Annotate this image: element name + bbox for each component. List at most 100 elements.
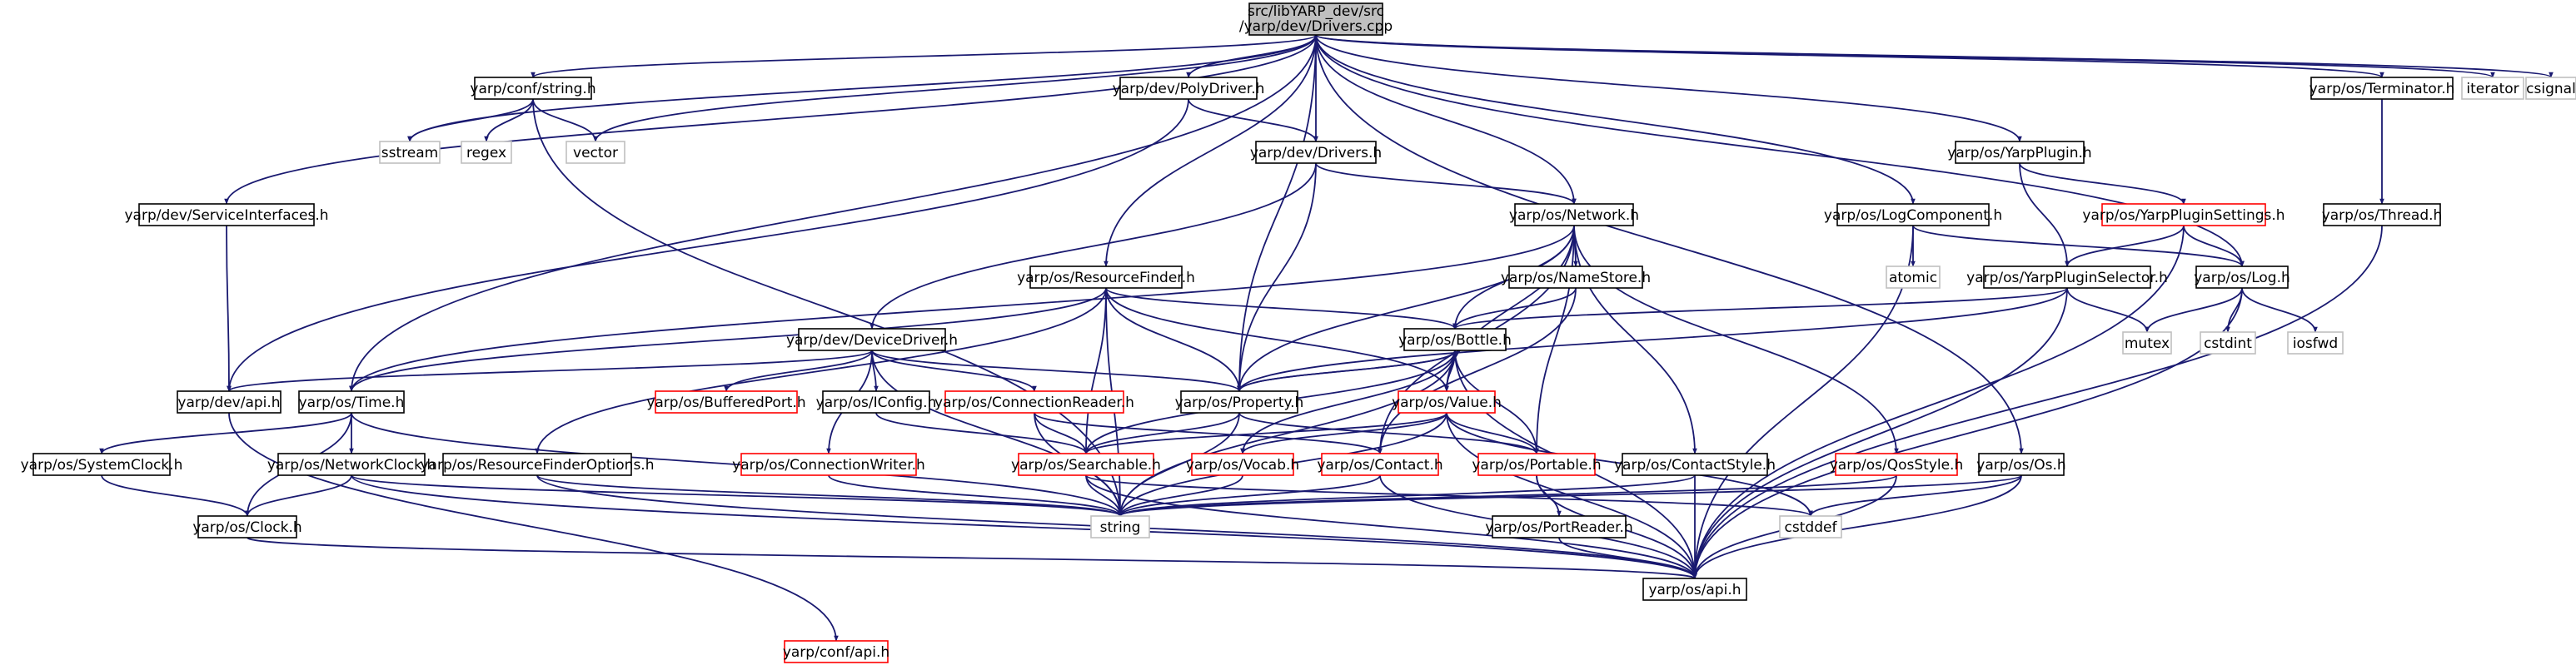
node-label-connection_reader: yarp/os/ConnectionReader.h xyxy=(934,395,1134,411)
node-connection_writer[interactable]: yarp/os/ConnectionWriter.h xyxy=(732,453,925,476)
edge-os_h-to-os_api xyxy=(1692,474,2022,579)
node-box-mutex xyxy=(2122,331,2172,355)
node-port_reader[interactable]: yarp/os/PortReader.h xyxy=(1485,515,1633,538)
node-label-portable: yarp/os/Portable.h xyxy=(1472,457,1601,474)
node-conf_string[interactable]: yarp/conf/string.h xyxy=(470,77,596,100)
node-value[interactable]: yarp/os/Value.h xyxy=(1392,390,1502,414)
node-network_clock[interactable]: yarp/os/NetworkClock.h xyxy=(267,453,436,476)
edge-root-to-conf_string xyxy=(531,34,1317,78)
node-property[interactable]: yarp/os/Property.h xyxy=(1175,390,1304,414)
edge-log_component-to-os_api xyxy=(1692,225,1914,579)
node-box-iconfig xyxy=(822,390,930,414)
node-contact[interactable]: yarp/os/Contact.h xyxy=(1317,453,1443,476)
node-portable[interactable]: yarp/os/Portable.h xyxy=(1472,453,1602,476)
node-csignal[interactable]: csignal xyxy=(2525,77,2576,100)
node-label-string: string xyxy=(1100,519,1141,536)
node-label-poly: yarp/dev/PolyDriver.h xyxy=(1113,81,1265,97)
edge-network_clock-to-clock xyxy=(245,474,352,517)
node-box-service_if xyxy=(138,203,315,226)
node-box-sstream xyxy=(379,141,441,164)
edge-device_driver-to-buffered_port xyxy=(724,350,873,392)
node-atomic[interactable]: atomic xyxy=(1886,266,1941,289)
node-thread[interactable]: yarp/os/Thread.h xyxy=(2322,203,2443,226)
node-regex[interactable]: regex xyxy=(461,141,512,164)
node-connection_reader[interactable]: yarp/os/ConnectionReader.h xyxy=(934,390,1134,414)
node-label-plugin_settings: yarp/os/YarpPluginSettings.h xyxy=(2082,207,2285,224)
node-namestore[interactable]: yarp/os/NameStore.h xyxy=(1501,266,1651,289)
node-label-regex: regex xyxy=(466,145,506,161)
edge-root-to-vector xyxy=(593,34,1317,142)
node-box-value xyxy=(1398,390,1496,414)
node-label-yarp_plugin: yarp/os/YarpPlugin.h xyxy=(1947,145,2091,161)
node-iosfwd[interactable]: iosfwd xyxy=(2287,331,2344,355)
node-conf_api[interactable]: yarp/conf/api.h xyxy=(783,640,889,663)
node-os_h[interactable]: yarp/os/Os.h xyxy=(1976,453,2066,476)
edge-network-to-value xyxy=(1444,225,1575,392)
node-vocab[interactable]: yarp/os/Vocab.h xyxy=(1186,453,1299,476)
node-box-vector xyxy=(566,141,625,164)
node-log[interactable]: yarp/os/Log.h xyxy=(2194,266,2290,289)
node-sstream[interactable]: sstream xyxy=(379,141,441,164)
node-rf_options[interactable]: yarp/os/ResourceFinderOptions.h xyxy=(421,453,655,476)
node-network[interactable]: yarp/os/Network.h xyxy=(1509,203,1639,226)
edge-value-to-bottle xyxy=(1446,350,1457,392)
node-iterator[interactable]: iterator xyxy=(2461,77,2524,100)
edge-resource_finder-to-value xyxy=(1105,287,1449,392)
node-time[interactable]: yarp/os/Time.h xyxy=(298,390,405,414)
edge-log-to-iosfwd xyxy=(2241,287,2318,333)
node-label-drivers_h: yarp/dev/Drivers.h xyxy=(1250,145,1382,161)
node-label-terminator: yarp/os/Terminator.h xyxy=(2309,81,2455,97)
node-bottle[interactable]: yarp/os/Bottle.h xyxy=(1398,328,1512,351)
edge-connection_writer-to-string xyxy=(828,474,1123,517)
node-clock[interactable]: yarp/os/Clock.h xyxy=(192,515,302,538)
node-iconfig[interactable]: yarp/os/IConfig.h xyxy=(816,390,937,414)
node-box-iosfwd xyxy=(2287,331,2344,355)
node-plugin_settings[interactable]: yarp/os/YarpPluginSettings.h xyxy=(2082,203,2285,226)
node-drivers_h[interactable]: yarp/dev/Drivers.h xyxy=(1250,141,1382,164)
edge-vocab-to-string xyxy=(1118,474,1243,517)
edge-root-to-time xyxy=(349,34,1317,392)
node-buffered_port[interactable]: yarp/os/BufferedPort.h xyxy=(646,390,806,414)
edge-searchable-to-os_api xyxy=(1085,474,1697,579)
node-label-os_h: yarp/os/Os.h xyxy=(1976,457,2065,474)
node-contact_style[interactable]: yarp/os/ContactStyle.h xyxy=(1614,453,1776,476)
node-yarp_plugin[interactable]: yarp/os/YarpPlugin.h xyxy=(1947,141,2092,164)
edge-drivers_h-to-property xyxy=(1237,162,1317,392)
node-vector[interactable]: vector xyxy=(566,141,625,164)
node-service_if[interactable]: yarp/dev/ServiceInterfaces.h xyxy=(125,203,329,226)
node-label-conf_string: yarp/conf/string.h xyxy=(470,81,595,97)
node-box-port_reader xyxy=(1492,515,1627,538)
node-box-contact_style xyxy=(1622,453,1768,476)
node-string[interactable]: string xyxy=(1090,515,1150,538)
edge-searchable-to-cstddef xyxy=(1085,474,1813,517)
node-plugin_selector[interactable]: yarp/os/YarpPluginSelector.h xyxy=(1966,266,2168,289)
node-dev_api[interactable]: yarp/dev/api.h xyxy=(177,390,282,414)
node-searchable[interactable]: yarp/os/Searchable.h xyxy=(1011,453,1161,476)
node-label-port_reader: yarp/os/PortReader.h xyxy=(1485,519,1632,536)
node-label-property: yarp/os/Property.h xyxy=(1175,395,1304,411)
node-resource_finder[interactable]: yarp/os/ResourceFinder.h xyxy=(1017,266,1195,289)
node-cstddef[interactable]: cstddef xyxy=(1779,515,1842,538)
node-label-service_if: yarp/dev/ServiceInterfaces.h xyxy=(125,207,329,224)
node-box-time xyxy=(298,390,405,414)
node-system_clock[interactable]: yarp/os/SystemClock.h xyxy=(21,453,183,476)
node-box-thread xyxy=(2323,203,2441,226)
node-label-system_clock: yarp/os/SystemClock.h xyxy=(21,457,183,474)
node-cstdint[interactable]: cstdint xyxy=(2200,331,2256,355)
edge-bottle-to-portable xyxy=(1454,350,1539,454)
edge-device_driver-to-property xyxy=(871,350,1242,392)
edge-rf_options-to-string xyxy=(536,474,1123,517)
node-mutex[interactable]: mutex xyxy=(2122,331,2172,355)
node-box-qos_style xyxy=(1835,453,1958,476)
node-os_api[interactable]: yarp/os/api.h xyxy=(1642,578,1747,601)
node-qos_style[interactable]: yarp/os/QosStyle.h xyxy=(1830,453,1964,476)
node-label-thread: yarp/os/Thread.h xyxy=(2322,207,2443,224)
edge-contact_style-to-string xyxy=(1118,474,1696,517)
node-box-searchable xyxy=(1018,453,1154,476)
edge-network-to-qos_style xyxy=(1573,225,1899,454)
node-log_component[interactable]: yarp/os/LogComponent.h xyxy=(1824,203,2002,226)
node-device_driver[interactable]: yarp/dev/DeviceDriver.h xyxy=(786,328,958,351)
node-poly[interactable]: yarp/dev/PolyDriver.h xyxy=(1113,77,1265,100)
node-terminator[interactable]: yarp/os/Terminator.h xyxy=(2309,77,2455,100)
edge-time-to-system_clock xyxy=(99,412,352,454)
